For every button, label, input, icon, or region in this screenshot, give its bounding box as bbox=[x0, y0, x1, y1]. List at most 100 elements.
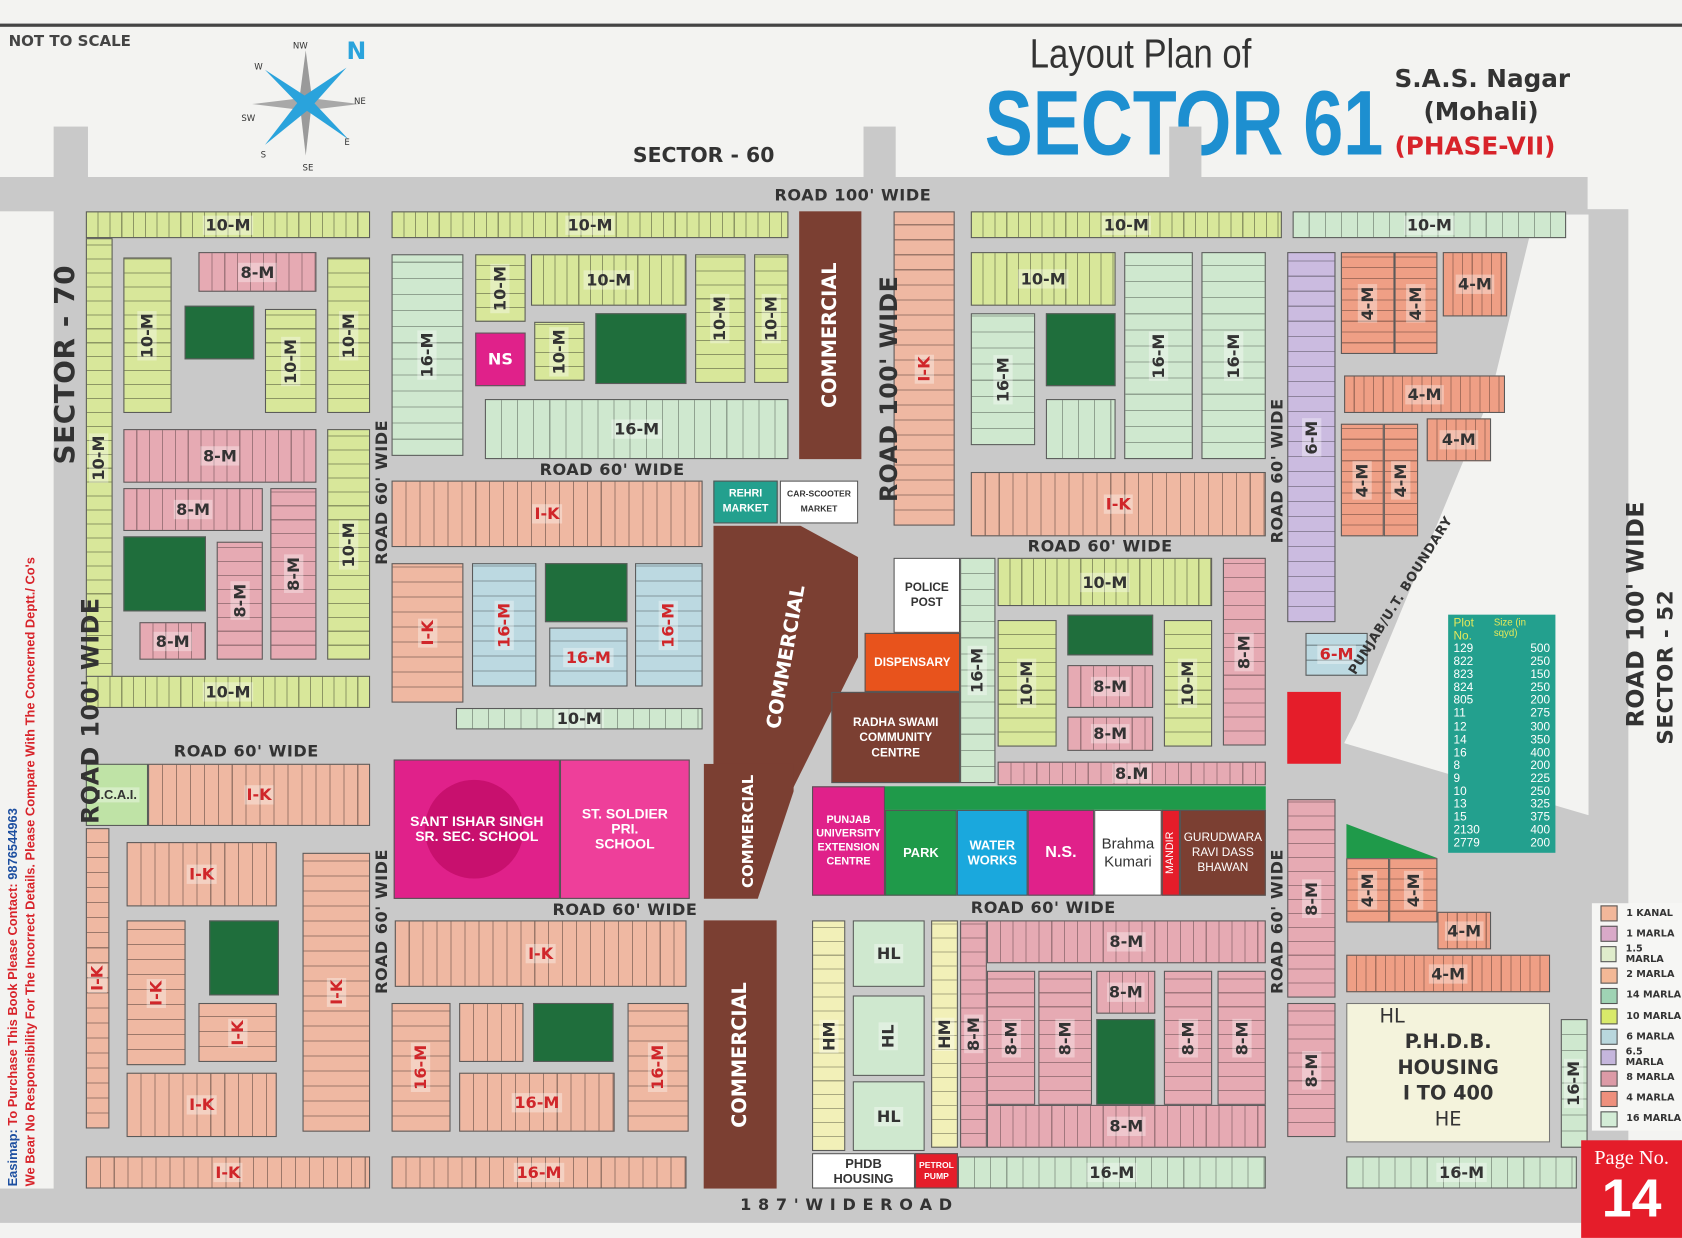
legend-swatch bbox=[1600, 1028, 1618, 1046]
block-label: 16-M bbox=[563, 647, 614, 667]
plot-block: 8-M bbox=[1067, 716, 1154, 751]
plot-block: I-K bbox=[126, 1072, 277, 1138]
block-label: I-K bbox=[914, 353, 934, 384]
plot-block: 4-M bbox=[1340, 423, 1384, 537]
park-block bbox=[533, 1002, 614, 1062]
legend-item: 4 MARLA bbox=[1592, 1088, 1682, 1109]
plot-block: 4-M bbox=[1442, 252, 1508, 317]
plot-block: 10-M bbox=[997, 557, 1213, 607]
plot-block: 10-M bbox=[123, 257, 172, 413]
plot-no: 14 bbox=[1453, 733, 1467, 747]
block-label: HL bbox=[879, 1021, 899, 1050]
block-label: 16-M bbox=[993, 354, 1013, 404]
mandir: MANDIR bbox=[1161, 809, 1180, 896]
phdb-line2: HOUSING bbox=[1397, 1056, 1499, 1080]
block-label: 10-M bbox=[761, 293, 781, 344]
legend-label: 1 KANAL bbox=[1626, 908, 1673, 919]
plot-block: 16-M bbox=[471, 563, 537, 687]
plot-block: 10-M bbox=[264, 308, 317, 413]
block-label: 10-M bbox=[490, 263, 511, 313]
legend-swatch bbox=[1600, 946, 1618, 963]
plot-block: 16-M bbox=[957, 1156, 1266, 1189]
plot-block: 4-M bbox=[1346, 954, 1551, 993]
block-label: 10-M bbox=[1018, 269, 1068, 289]
red-triangle-plot bbox=[1287, 691, 1341, 764]
rehri-market: REHRI MARKET bbox=[713, 480, 778, 524]
plot-block: 8-M bbox=[1067, 665, 1154, 708]
block-label: HM bbox=[819, 1018, 839, 1053]
plot-no: 9 bbox=[1453, 772, 1461, 786]
page-label: Page No. bbox=[1594, 1146, 1669, 1170]
sant-school-label: SANT ISHAR SINGH SR. SEC. SCHOOL bbox=[410, 813, 544, 845]
park-block bbox=[1045, 313, 1116, 387]
legend-swatch bbox=[1600, 1008, 1618, 1025]
water-works: WATER WORKS bbox=[956, 809, 1028, 896]
plot-no: 8 bbox=[1453, 759, 1461, 773]
block-label: 6-M bbox=[1317, 644, 1356, 665]
block-label: 16-M bbox=[417, 330, 438, 380]
legend-item: 1 KANAL bbox=[1592, 903, 1682, 924]
block-label: I-K bbox=[227, 1017, 248, 1048]
compass-n: N bbox=[346, 38, 366, 65]
block-label: 6-M bbox=[1301, 418, 1322, 457]
block-label: 8-M bbox=[1001, 1018, 1021, 1057]
block-label: I-K bbox=[1103, 494, 1134, 514]
block-label: 10-M bbox=[89, 433, 109, 483]
plot-block: 16-M bbox=[1560, 1019, 1588, 1148]
plot-block: 16-M bbox=[459, 1072, 615, 1132]
plot-block: 8-M bbox=[270, 488, 317, 660]
block-label: 10-M bbox=[1178, 658, 1198, 708]
block-label: NS bbox=[487, 349, 513, 370]
commercial-top: COMMERCIAL bbox=[799, 211, 862, 460]
road-label: ROAD 60' WIDE bbox=[539, 460, 685, 480]
block-label: 10-M bbox=[1080, 572, 1130, 592]
park-block bbox=[595, 313, 687, 385]
commercial-bottom: COMMERCIAL bbox=[703, 920, 777, 1189]
legend-label: 1.5 MARLA bbox=[1625, 943, 1664, 966]
block-label: 10-M bbox=[1101, 215, 1152, 235]
block-label: 10-M bbox=[710, 293, 730, 344]
block-label: 16-M bbox=[494, 600, 514, 650]
compass-e: E bbox=[344, 138, 349, 148]
plot-size: 250 bbox=[1530, 655, 1551, 669]
block-label: I-K bbox=[186, 1095, 217, 1115]
block-label: I-K bbox=[417, 618, 438, 648]
plot-block: 16-M bbox=[970, 313, 1036, 446]
plot-block: 16-M bbox=[1124, 252, 1193, 460]
plot-size: 400 bbox=[1530, 746, 1551, 760]
plot-block: 6-M bbox=[1305, 632, 1368, 676]
legend-swatch bbox=[1600, 1049, 1618, 1066]
block-label: 8-M bbox=[230, 581, 250, 620]
block-label: 10-M bbox=[1404, 215, 1455, 235]
plot-no: 2779 bbox=[1453, 837, 1480, 851]
block-label: 8-M bbox=[1091, 676, 1130, 697]
block-label: 8-M bbox=[1231, 1018, 1252, 1057]
road-label: ROAD 60' WIDE bbox=[970, 897, 1116, 918]
block-label: 16-M bbox=[659, 600, 679, 650]
block-label: 10-M bbox=[203, 682, 253, 702]
plot-block: 16-M bbox=[391, 254, 464, 456]
park-block bbox=[123, 536, 206, 612]
road-label: ROAD 60' WIDE bbox=[552, 899, 698, 920]
block-label: I-K bbox=[326, 977, 346, 1007]
legend-label: 14 MARLA bbox=[1626, 990, 1682, 1002]
block-label: 16-M bbox=[648, 1042, 668, 1093]
sector-60-label: SECTOR - 60 bbox=[632, 143, 775, 168]
plot-block: 4-M bbox=[1346, 858, 1390, 923]
legend-item: 6 MARLA bbox=[1592, 1027, 1682, 1048]
compass-rose-icon: N NE E SE S SW W NW bbox=[241, 38, 366, 172]
plot-block: 10-M bbox=[970, 252, 1116, 306]
bottom-road-label: 1 8 7 ' W I D E R O A D bbox=[740, 1194, 953, 1215]
sant-ishar-singh-school: SANT ISHAR SINGH SR. SEC. SCHOOL bbox=[393, 759, 560, 899]
compass-sw: SW bbox=[241, 114, 255, 124]
plot-block: 10-M bbox=[754, 254, 789, 383]
plot-block: 10-M bbox=[85, 675, 371, 708]
plot-no: 15 bbox=[1453, 811, 1467, 825]
legend-label: 6 MARLA bbox=[1626, 1031, 1675, 1043]
block-label: 4-M bbox=[1405, 384, 1444, 404]
plot-col-header: Plot No. bbox=[1453, 616, 1474, 643]
